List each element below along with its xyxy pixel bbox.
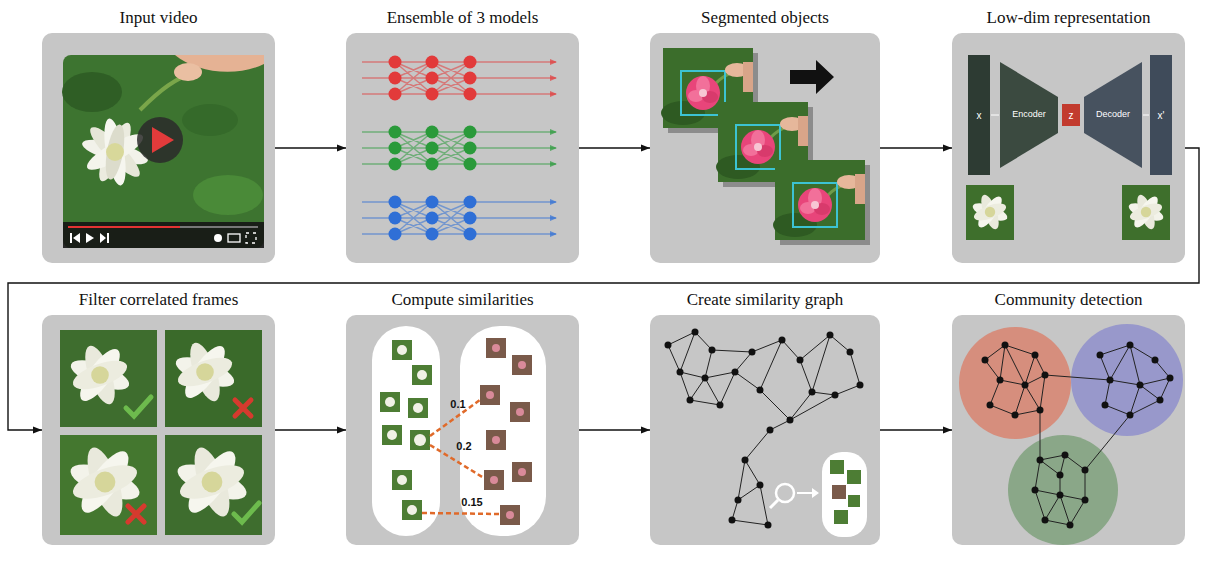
- stage-panel: Segmented objects: [650, 33, 880, 263]
- stage-title: Create similarity graph: [687, 290, 844, 310]
- autoencoder-label: x: [977, 110, 982, 121]
- stage-title: Low-dim representation: [987, 8, 1151, 28]
- similarity-score: 0.1: [450, 398, 465, 410]
- autoencoder-label: x': [1158, 110, 1165, 121]
- stage-title: Community detection: [995, 290, 1143, 310]
- flow-arrow: [8, 148, 1199, 430]
- stage-panel: Input video: [42, 33, 275, 263]
- stage-panel: Community detection: [952, 315, 1185, 545]
- stage-title: Input video: [120, 8, 198, 28]
- flow-arrow: [579, 429, 650, 430]
- flow-arrow: [275, 147, 346, 148]
- autoencoder-label: Decoder: [1096, 110, 1130, 120]
- stage-panel: Create similarity graph: [650, 315, 880, 545]
- autoencoder-label: z: [1069, 110, 1074, 121]
- autoencoder-label: Encoder: [1012, 110, 1046, 120]
- flow-arrow: [880, 147, 952, 148]
- similarity-score: 0.2: [456, 440, 471, 452]
- flow-arrow: [880, 429, 952, 430]
- stage-panel: Filter correlated frames: [42, 315, 275, 545]
- flow-arrow: [275, 429, 346, 430]
- stage-panel: Low-dim representation: [952, 33, 1185, 263]
- stage-panel: Ensemble of 3 models: [346, 33, 579, 263]
- stage-title: Segmented objects: [701, 8, 829, 28]
- stage-title: Filter correlated frames: [79, 290, 239, 310]
- stage-title: Ensemble of 3 models: [387, 8, 539, 28]
- flow-arrow: [579, 147, 650, 148]
- stage-title: Compute similarities: [391, 290, 533, 310]
- stage-panel: Compute similarities: [346, 315, 579, 545]
- similarity-score: 0.15: [461, 496, 482, 508]
